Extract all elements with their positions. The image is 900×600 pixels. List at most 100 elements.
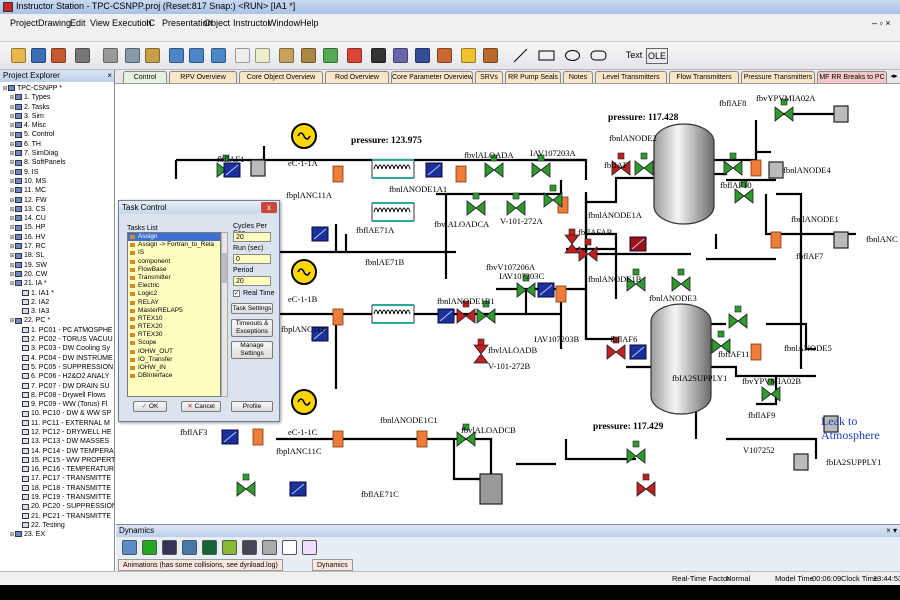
menu-object[interactable]: Object xyxy=(204,18,231,28)
dialog-close-button[interactable]: x xyxy=(261,202,277,213)
paste-icon[interactable] xyxy=(142,45,163,66)
tab-rr-pump-seals[interactable]: RR Pump Seals xyxy=(505,71,561,83)
tree-item[interactable]: ⊞23. EX xyxy=(0,530,114,539)
rounded-rect-tool-icon[interactable] xyxy=(588,45,609,66)
tree-item[interactable]: 16. PC16 - TEMPERATUR xyxy=(0,465,114,474)
expand-icon[interactable]: ⊞ xyxy=(9,262,15,269)
menu-project[interactable]: Project xyxy=(10,18,39,28)
tree-item[interactable]: 15. PC15 - WW PROPERT xyxy=(0,456,114,465)
tree-item[interactable]: 1. IA1 * xyxy=(0,289,114,298)
tree-item[interactable]: 11. PC11 - EXTERNAL M xyxy=(0,419,114,428)
help-icon[interactable] xyxy=(458,45,479,66)
valve-open-icon[interactable] xyxy=(236,473,256,497)
grid-icon[interactable] xyxy=(276,45,297,66)
tree-item[interactable]: ⊞11. MC xyxy=(0,186,114,195)
boundary-node-icon[interactable] xyxy=(250,159,266,177)
task-list-item[interactable]: Assign -> Fortran_to_Rela xyxy=(128,241,220,249)
line-tool-icon[interactable] xyxy=(510,45,531,66)
ok-button[interactable]: ✓ OK xyxy=(133,401,167,412)
timeouts-button[interactable]: Timeouts & Exceptions xyxy=(231,319,273,337)
tree-item[interactable]: 14. PC14 - DW TEMPERA xyxy=(0,447,114,456)
edit-icon[interactable] xyxy=(434,45,455,66)
task-list-item[interactable]: RTEX10 xyxy=(128,315,220,323)
scroll-thumb[interactable] xyxy=(222,253,227,283)
task-list-item[interactable]: MasterRELAP5 xyxy=(128,307,220,315)
expand-icon[interactable]: ⊞ xyxy=(9,104,15,111)
tree-item[interactable]: 22. Testing xyxy=(0,521,114,530)
tree-item[interactable]: ⊞4. Misc xyxy=(0,121,114,130)
bars-icon[interactable] xyxy=(162,540,177,555)
run-icon[interactable] xyxy=(344,45,365,66)
profile-button[interactable]: Profile xyxy=(231,401,273,412)
valve-open-icon[interactable] xyxy=(728,305,748,329)
receiver-tank-icon[interactable] xyxy=(650,303,712,415)
zoom-out-icon[interactable] xyxy=(186,45,207,66)
open-folder-icon[interactable] xyxy=(8,45,29,66)
tree-item[interactable]: 3. IA3 xyxy=(0,307,114,316)
expand-icon[interactable]: ⊞ xyxy=(9,253,15,260)
valve-open-icon[interactable] xyxy=(456,423,476,447)
expand-icon[interactable]: ⊞ xyxy=(9,532,15,539)
menu-edit[interactable]: Edit xyxy=(70,18,86,28)
tree-item[interactable]: 6. PC06 - H2&O2 ANALY xyxy=(0,372,114,381)
expand-icon[interactable]: ⊞ xyxy=(9,244,15,251)
menu-drawing[interactable]: Drawing xyxy=(38,18,72,28)
boundary-node-icon[interactable] xyxy=(823,415,839,433)
traffic-light-icon[interactable] xyxy=(142,540,157,555)
ole-tool-button[interactable]: OLE xyxy=(646,48,668,64)
expand-icon[interactable]: ⊞ xyxy=(9,160,15,167)
chart-icon[interactable] xyxy=(302,540,317,555)
task-settings-button[interactable]: Task Settings xyxy=(231,303,273,314)
graph-icon[interactable] xyxy=(222,540,237,555)
receiver-tank-icon[interactable] xyxy=(653,123,715,225)
tree-item[interactable]: 10. PC10 - DW & WW SP xyxy=(0,409,114,418)
pointer-icon[interactable] xyxy=(232,45,253,66)
tree-item[interactable]: 2. IA2 xyxy=(0,298,114,307)
chart-icon[interactable] xyxy=(390,45,411,66)
task-list-item[interactable]: IS xyxy=(128,249,220,257)
flow-element-icon[interactable] xyxy=(555,285,567,303)
tree-item[interactable]: ⊞10. MS xyxy=(0,177,114,186)
tree-item[interactable]: ⊞1. Types xyxy=(0,93,114,102)
boundary-node-icon[interactable] xyxy=(833,231,849,249)
expand-icon[interactable]: ⊞ xyxy=(9,216,15,223)
tree-item[interactable]: 18. PC18 - TRANSMITTE xyxy=(0,484,114,493)
valve-closed-icon[interactable] xyxy=(606,336,626,360)
tree-item[interactable]: ⊞14. CU xyxy=(0,214,114,223)
flow-element-icon[interactable] xyxy=(455,165,467,183)
tab-rod-overview[interactable]: Rod Overview xyxy=(325,71,389,83)
task-list-item[interactable]: RELAY xyxy=(128,299,220,307)
rectangle-tool-icon[interactable] xyxy=(536,45,557,66)
flow-element-icon[interactable] xyxy=(252,428,264,446)
close-icon[interactable]: × ▾ xyxy=(886,526,897,535)
manage-settings-button[interactable]: Manage Settings xyxy=(231,341,273,359)
tree-item[interactable]: ⊞22. PC * xyxy=(0,316,114,325)
valve-open-icon[interactable] xyxy=(626,440,646,464)
tree-item[interactable]: ⊞9. IS xyxy=(0,168,114,177)
tree-item[interactable]: 20. PC20 - SUPPRESSION xyxy=(0,502,114,511)
close-icon[interactable]: × xyxy=(107,71,112,80)
tree-item[interactable]: 19. PC19 - TRANSMITTE xyxy=(0,493,114,502)
task-list-item[interactable]: IOHW_OUT xyxy=(128,348,220,356)
tree-item[interactable]: 9. PC09 - WW (Torus) Fl xyxy=(0,400,114,409)
tree-item[interactable]: ⊞7. SimDiag xyxy=(0,149,114,158)
menu-help[interactable]: Help xyxy=(300,18,319,28)
valve-open-icon[interactable] xyxy=(671,268,691,292)
valve-open-icon[interactable] xyxy=(476,300,496,324)
tree-item[interactable]: ⊞2. Tasks xyxy=(0,103,114,112)
monitor-icon[interactable] xyxy=(242,540,257,555)
tab-flow-transmitters[interactable]: Flow Transmitters xyxy=(669,71,739,83)
realtime-checkbox[interactable]: ✓ xyxy=(233,290,240,297)
tree-item[interactable]: ⊞6. TH xyxy=(0,140,114,149)
menu-window[interactable]: Window xyxy=(268,18,301,28)
tab-core-object-overview[interactable]: Core Object Overview xyxy=(239,71,323,83)
window-controls-icon[interactable]: – ▫ × xyxy=(872,18,891,28)
boundary-node-icon[interactable] xyxy=(833,105,849,123)
valve-closed-icon[interactable] xyxy=(611,152,631,176)
tree-item[interactable]: ⊞8. SoftPanels xyxy=(0,158,114,167)
dynamics-tab[interactable]: Dynamics xyxy=(312,559,353,571)
valve-open-icon[interactable] xyxy=(761,378,781,402)
tree-item[interactable]: ⊞16. HV xyxy=(0,233,114,242)
flow-element-icon[interactable] xyxy=(332,165,344,183)
expand-icon[interactable]: ⊞ xyxy=(9,151,15,158)
